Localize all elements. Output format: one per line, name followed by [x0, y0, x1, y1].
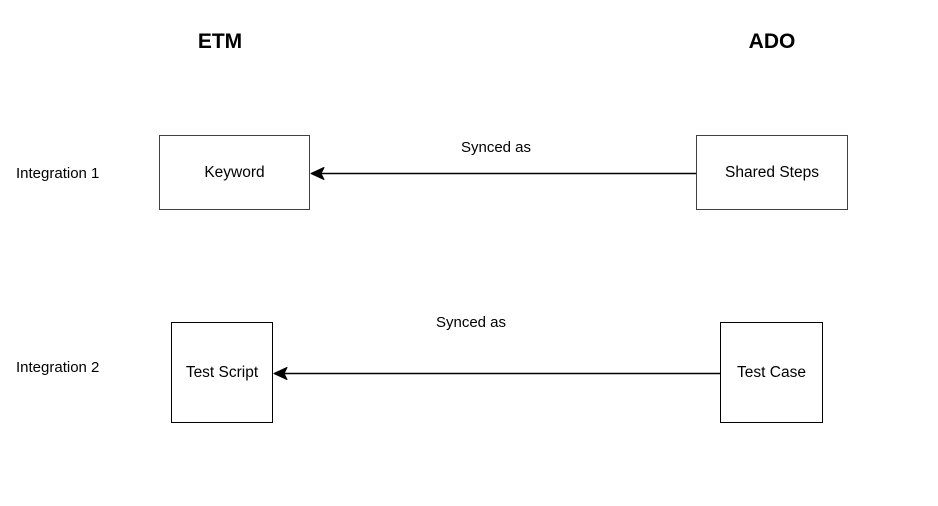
row-label-integration-1: Integration 1 — [16, 165, 100, 182]
column-header-ado: ADO — [748, 30, 796, 53]
node-shared-steps-label: Shared Steps — [725, 163, 819, 181]
node-keyword-label: Keyword — [204, 163, 265, 181]
node-keyword: Keyword — [159, 135, 310, 210]
node-test-case: Test Case — [720, 322, 823, 423]
node-test-script-label: Test Script — [185, 363, 259, 381]
arrow-test-case-to-test-script — [273, 367, 720, 380]
node-test-case-label: Test Case — [737, 363, 806, 381]
arrow-shared-steps-to-keyword — [310, 167, 696, 180]
arrow-label-synced-as-1: Synced as — [460, 139, 532, 156]
node-test-script: Test Script — [171, 322, 273, 423]
column-header-etm: ETM — [197, 30, 243, 53]
node-shared-steps: Shared Steps — [696, 135, 848, 210]
row-label-integration-2: Integration 2 — [16, 359, 100, 376]
arrow-label-synced-as-2: Synced as — [435, 314, 507, 331]
